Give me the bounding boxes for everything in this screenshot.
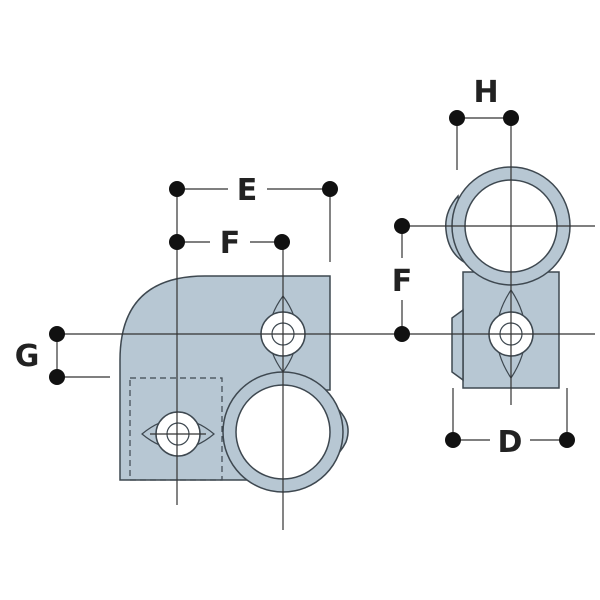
dot-h-right xyxy=(503,110,519,126)
dimension-label-f-right: F xyxy=(392,264,413,299)
hidden-socket-outline xyxy=(129,377,223,481)
dot-f-right-bottom xyxy=(394,326,410,342)
dot-e-left xyxy=(169,181,185,197)
side-body-lug xyxy=(451,308,464,382)
dot-g-bottom xyxy=(49,369,65,385)
right-fitting-view xyxy=(445,166,571,389)
dot-e-right xyxy=(322,181,338,197)
dot-h-left xyxy=(449,110,465,126)
dimension-label-e: E xyxy=(237,173,258,208)
dot-f-left-end xyxy=(274,234,290,250)
dot-f-right-top xyxy=(394,218,410,234)
dimension-label-h: H xyxy=(473,75,498,110)
dot-d-right xyxy=(559,432,575,448)
dot-f-left-start xyxy=(169,234,185,250)
dimension-label-d: D xyxy=(498,425,523,460)
left-fitting-view xyxy=(119,275,349,493)
dimension-dots xyxy=(49,110,575,448)
dot-d-left xyxy=(445,432,461,448)
dot-g-top xyxy=(49,326,65,342)
dimension-label-f-left: F xyxy=(220,226,241,261)
dimension-label-g: G xyxy=(15,339,40,374)
